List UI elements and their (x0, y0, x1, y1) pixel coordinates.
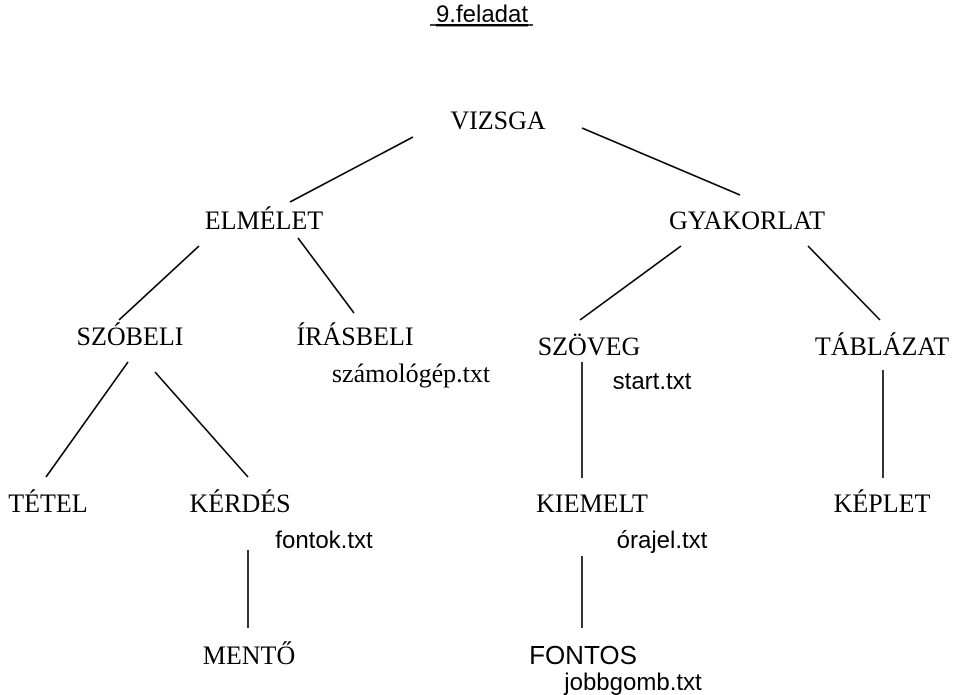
file-irasbeli: számológép.txt (332, 359, 491, 388)
node-fontos: FONTOS (529, 640, 637, 670)
edge-gyakorlat-szoveg (579, 245, 682, 321)
node-mento: MENTŐ (203, 641, 295, 670)
file-szoveg: start.txt (613, 368, 692, 395)
edge-elmelet-irasbeli (297, 237, 355, 314)
node-kerdes: KÉRDÉS (189, 489, 290, 518)
node-tablazat: TÁBLÁZAT (815, 332, 949, 361)
tree-edges (45, 127, 884, 628)
node-keplet: KÉPLET (834, 489, 931, 518)
node-elmelet: ELMÉLET (205, 206, 324, 235)
node-tetel: TÉTEL (8, 489, 87, 518)
file-fontos: jobbgomb.txt (563, 669, 702, 695)
file-kiemelt: órajel.txt (617, 527, 708, 554)
node-szoveg: SZÖVEG (538, 332, 641, 361)
node-vizsga: VIZSGA (450, 106, 546, 135)
edge-szobeli-kerdes (154, 371, 249, 478)
edge-vizsga-elmelet (289, 136, 414, 203)
node-kiemelt: KIEMELT (536, 489, 648, 518)
node-szobeli: SZÓBELI (77, 322, 184, 351)
page-title: 9.feladat (436, 1, 528, 28)
edge-elmelet-szobeli (118, 245, 200, 321)
node-gyakorlat: GYAKORLAT (669, 206, 825, 235)
file-kerdes: fontok.txt (275, 527, 373, 554)
edge-gyakorlat-tablazat (807, 245, 881, 321)
edge-szobeli-tetel (45, 361, 129, 478)
edge-vizsga-gyakorlat (581, 127, 741, 196)
node-irasbeli: ÍRÁSBELI (297, 322, 414, 351)
